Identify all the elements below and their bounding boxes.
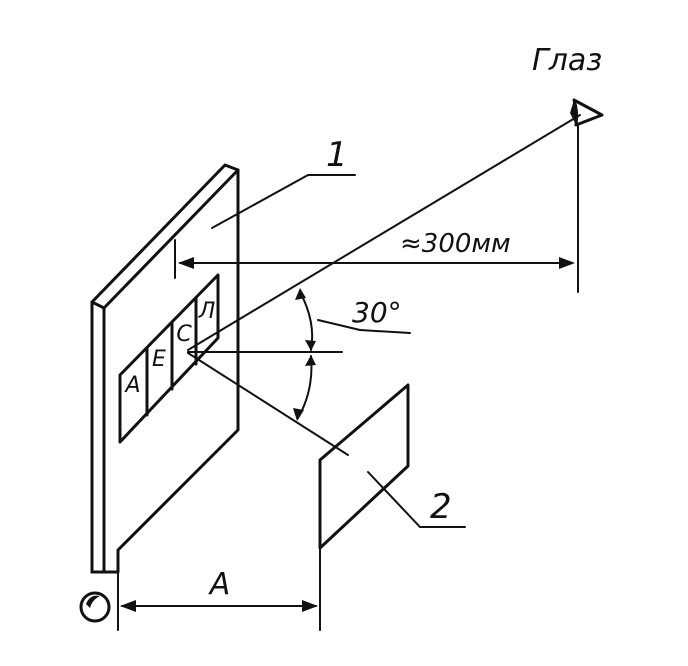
part-1-callout: 1 <box>211 135 356 229</box>
eye-shape <box>572 98 604 127</box>
distance-arrow-right <box>559 257 575 269</box>
arrow-head-mid-top <box>305 340 316 351</box>
angle-leader-2 <box>359 329 411 334</box>
part-1-leader <box>211 174 309 229</box>
part-2-callout: 2 <box>367 471 466 528</box>
part-1-label: 1 <box>326 135 348 175</box>
distance-dimension: ≈300мм <box>174 124 579 293</box>
distance-arrow-left <box>178 257 194 269</box>
eye-pupil <box>570 100 578 125</box>
dim-a-arrow-left <box>120 600 136 612</box>
sample-panel <box>90 163 240 574</box>
light-source-icon <box>79 591 111 623</box>
dim-a-label: A <box>208 567 231 602</box>
light-plate <box>318 383 410 550</box>
strip-outline <box>118 273 220 444</box>
arrow-head-lower <box>293 408 304 421</box>
rays <box>187 114 581 456</box>
dimension-a: A <box>117 547 321 631</box>
bulb-highlight <box>86 595 100 608</box>
bulb-outline <box>79 591 111 623</box>
arrow-head-upper <box>295 288 306 300</box>
eye-label: Глаз <box>532 43 602 78</box>
panel-edge-top <box>90 300 106 310</box>
light-line <box>187 352 349 456</box>
angle-label: 30° <box>352 296 402 329</box>
letter-strip: А Е С Л <box>118 273 220 444</box>
dim-a-arrow-right <box>302 600 318 612</box>
sight-line <box>187 114 581 351</box>
letter-cell-3: С <box>176 322 192 347</box>
eye-icon <box>570 98 604 127</box>
letter-cell-4: Л <box>198 299 216 324</box>
angle-indicator <box>293 288 411 421</box>
part-2-leader <box>367 471 421 528</box>
arrow-head-mid-bottom <box>305 355 316 366</box>
part-2-label: 2 <box>430 487 452 527</box>
distance-label: ≈300мм <box>400 229 511 259</box>
letter-cell-1: А <box>123 373 140 398</box>
angle-leader-1 <box>317 319 361 331</box>
panel-edge-back <box>102 168 240 310</box>
letter-cell-2: Е <box>152 347 166 372</box>
